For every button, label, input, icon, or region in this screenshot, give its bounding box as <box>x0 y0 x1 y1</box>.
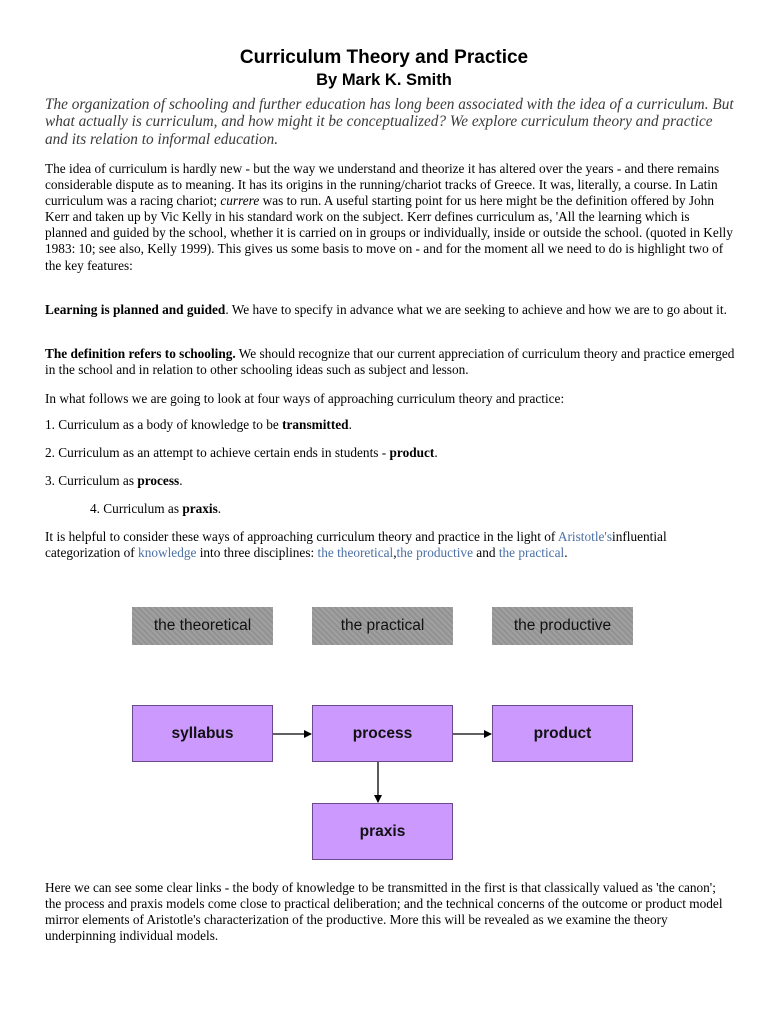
intro-paragraph: The organization of schooling and furthe… <box>45 96 734 148</box>
link-knowledge[interactable]: knowledge <box>138 545 197 561</box>
list-item: 4. Curriculum as praxis. <box>90 501 730 517</box>
author-byline: By Mark K. Smith <box>316 71 452 89</box>
list-item-text: 4. Curriculum as <box>90 501 183 516</box>
model-box-praxis: praxis <box>312 803 453 860</box>
link-practical[interactable]: the practical <box>498 545 565 561</box>
feature-heading: Learning is planned and guided <box>45 302 226 317</box>
four-ways-intro: In what follows we are going to look at … <box>45 391 565 406</box>
discipline-box-practical: the practical <box>312 607 453 645</box>
list-item-keyword: transmitted <box>282 417 349 432</box>
paragraph-text: was to run. A useful starting point for … <box>45 193 733 273</box>
list-item-text: . <box>217 501 222 516</box>
list-item-text: 3. Curriculum as <box>45 473 138 488</box>
list-item: 2. Curriculum as an attempt to achieve c… <box>45 445 735 461</box>
discipline-box-productive: the productive <box>492 607 633 645</box>
link-productive[interactable]: the productive <box>396 545 473 561</box>
list-item-keyword: product <box>389 445 435 460</box>
page-title: Curriculum Theory and Practice <box>239 47 529 68</box>
closing-paragraph: Here we can see some clear links - the b… <box>45 880 723 944</box>
model-box-syllabus: syllabus <box>132 705 273 762</box>
list-item-keyword: process <box>137 473 180 488</box>
list-item-text: . <box>348 417 352 432</box>
paragraph-text: , <box>393 545 397 561</box>
italic-term: currere <box>220 193 260 209</box>
list-item-text: 1. Curriculum as a body of knowledge to … <box>45 417 283 432</box>
model-box-product: product <box>492 705 633 762</box>
feature-planned-guided: Learning is planned and guided. We have … <box>45 302 735 318</box>
link-theoretical[interactable]: the theoretical <box>317 545 394 561</box>
discipline-box-theoretical: the theoretical <box>132 607 273 645</box>
feature-text: We should recognize that our current app… <box>45 346 735 378</box>
paragraph-text: into three disciplines: <box>196 545 318 561</box>
list-item-text: . <box>179 473 183 488</box>
link-aristotle[interactable]: Aristotle's <box>557 529 612 544</box>
model-box-process: process <box>312 705 453 762</box>
paragraph-text: . <box>564 545 568 561</box>
aristotle-paragraph: It is helpful to consider these ways of … <box>45 529 735 561</box>
paragraph-text: It is helpful to consider these ways of … <box>45 529 558 544</box>
paragraph-text: The idea of curriculum is hardly new - b… <box>45 161 720 209</box>
list-item-text: 2. Curriculum as an attempt to achieve c… <box>45 445 390 460</box>
feature-heading: The definition refers to schooling. <box>45 346 236 361</box>
list-item-keyword: praxis <box>182 501 218 516</box>
feature-text: . We have to specify in advance what we … <box>225 302 727 317</box>
paragraph-text: influential categorization of <box>45 529 667 561</box>
list-item-text: . <box>434 445 438 460</box>
paragraph-origins: The idea of curriculum is hardly new - b… <box>45 161 735 274</box>
list-item: 1. Curriculum as a body of knowledge to … <box>45 417 735 433</box>
paragraph-text: and <box>472 545 499 561</box>
list-item: 3. Curriculum as process. <box>45 473 735 489</box>
feature-schooling: The definition refers to schooling. We s… <box>45 346 735 378</box>
